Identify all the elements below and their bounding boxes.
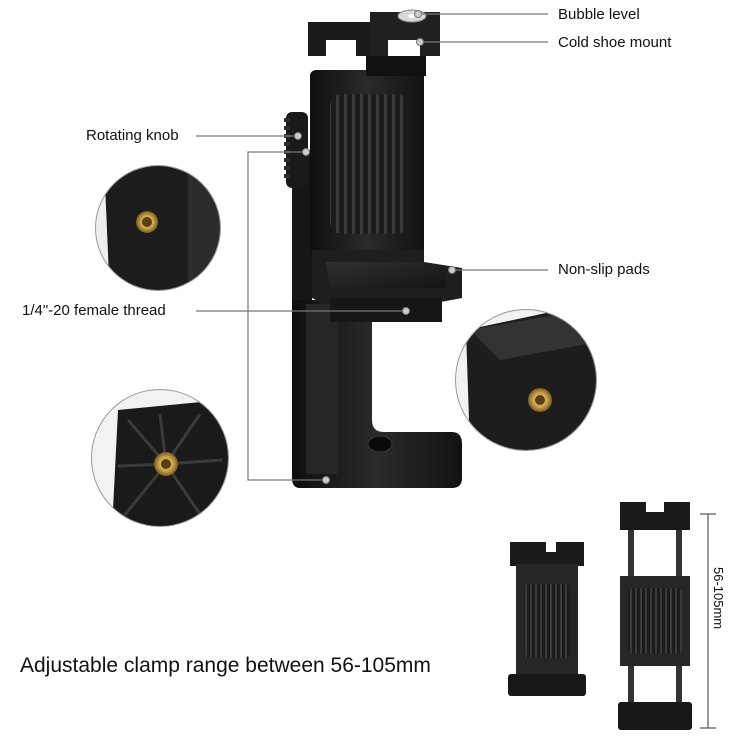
detail-circle-back-thread <box>95 165 221 291</box>
base-button <box>367 435 393 453</box>
label-female-thread: 1/4"-20 female thread <box>22 302 166 319</box>
main-phone-holder <box>284 9 462 488</box>
clamp-range-caption: Adjustable clamp range between 56-105mm <box>20 654 431 677</box>
clamp-extended <box>618 502 692 730</box>
detail-circle-base-thread <box>91 389 229 527</box>
ribbed-grip-pad <box>330 94 408 234</box>
lower-clamp-jaw <box>312 250 462 322</box>
callout-lines <box>196 13 548 481</box>
callout-dots <box>294 10 456 484</box>
label-bubble-level: Bubble level <box>558 6 640 23</box>
non-slip-pad <box>326 262 446 288</box>
clamp-closed <box>508 542 586 696</box>
detail-circle-clamp-thread <box>455 309 597 451</box>
dimension-label: 56-105mm <box>711 567 726 630</box>
dimension-line <box>700 513 716 729</box>
label-non-slip-pads: Non-slip pads <box>558 261 650 278</box>
label-cold-shoe-mount: Cold shoe mount <box>558 34 672 51</box>
label-rotating-knob: Rotating knob <box>86 127 179 144</box>
